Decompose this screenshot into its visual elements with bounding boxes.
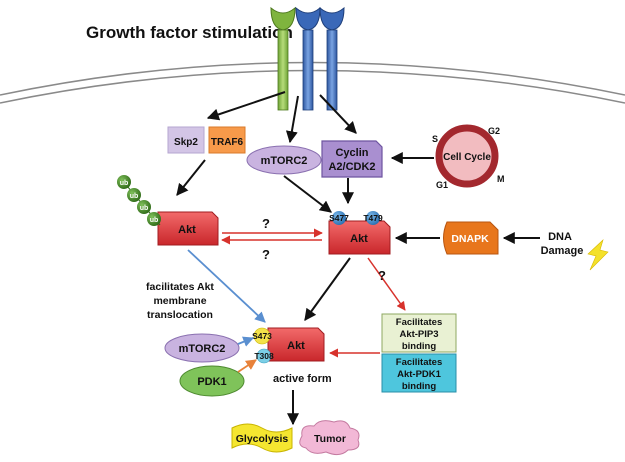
lightning-bolt-icon: [587, 239, 609, 271]
phospho-t479: T479: [363, 211, 383, 225]
ubiquitin-chain: ub ub ub ub: [117, 175, 161, 226]
arrow-mtorc2-akt: [283, 175, 332, 213]
mtorc2-bottom-node: mTORC2: [164, 333, 240, 363]
question-mark-bottom: ?: [262, 247, 270, 262]
tumor-node: Tumor: [299, 420, 360, 456]
arrow-receptor-cyclin: [319, 94, 357, 134]
s473-label: S473: [252, 331, 272, 341]
akt-active-label: Akt: [287, 340, 305, 352]
pdk1box-label-line2: Akt-PDK1: [397, 369, 442, 380]
dna-damage-label-line1: DNA: [548, 231, 572, 243]
translocation-label-line3: translocation: [147, 309, 213, 321]
svg-text:ub: ub: [120, 180, 129, 187]
mtorc2-top-node: mTORC2: [246, 145, 322, 175]
pip3-binding-box: Facilitates Akt-PIP3 binding: [381, 313, 457, 353]
mtorc2-top-label: mTORC2: [261, 155, 308, 167]
arrow-akt-facilitates: [367, 257, 406, 311]
arrow-mtorc2-s473: [237, 336, 255, 347]
pip3-label-line1: Facilitates: [396, 317, 442, 328]
dnapk-node: DNAPK: [443, 221, 499, 255]
red-double-arrow: [221, 228, 323, 245]
diagram-title: Growth factor stimulation: [86, 23, 293, 42]
arrow-skp2-akt: [176, 159, 206, 196]
pdk1box-label-line1: Facilitates: [396, 357, 442, 368]
translocation-label-line1: facilitates Akt: [146, 281, 214, 293]
phospho-s477: S477: [329, 211, 349, 225]
traf6-label: TRAF6: [211, 137, 244, 148]
ub-bead-2: ub: [127, 188, 141, 202]
question-mark-right: ?: [378, 268, 386, 283]
ub-bead-3: ub: [137, 200, 151, 214]
svg-text:ub: ub: [150, 217, 159, 224]
pip3-label-line3: binding: [402, 341, 436, 352]
active-form-label: active form: [273, 373, 332, 385]
svg-text:ub: ub: [140, 205, 149, 212]
glycolysis-label: Glycolysis: [236, 433, 289, 445]
akt-ubiquitinated-node: Akt: [157, 211, 219, 246]
akt-central-label: Akt: [350, 233, 368, 245]
pip3-label-line2: Akt-PIP3: [399, 329, 438, 340]
cyclin-cdk2-node: Cyclin A2/CDK2: [321, 140, 383, 178]
pdk1-node: PDK1: [179, 365, 245, 397]
t479-label: T479: [363, 213, 383, 223]
receptor-blue-1: [295, 6, 321, 111]
pdk1-binding-box: Facilitates Akt-PDK1 binding: [381, 353, 457, 393]
glycolysis-node: Glycolysis: [231, 423, 293, 453]
skp2-label: Skp2: [174, 137, 198, 148]
s477-label: S477: [329, 213, 349, 223]
receptor-blue-2: [319, 6, 345, 111]
akt-left-label: Akt: [178, 224, 196, 236]
dna-damage-label-line2: Damage: [541, 245, 584, 257]
pdk1box-label-line3: binding: [402, 381, 436, 392]
skp2-box: Skp2: [167, 126, 205, 154]
translocation-label-line2: membrane: [153, 295, 206, 307]
cyclin-label-line2: A2/CDK2: [328, 161, 375, 173]
phase-g2-label: G2: [488, 126, 500, 136]
tumor-label: Tumor: [314, 433, 346, 445]
receptor-green: [270, 6, 296, 111]
akt-central-node: Akt: [328, 220, 391, 255]
phospho-t308: T308: [254, 348, 274, 364]
phase-g1-label: G1: [436, 180, 448, 190]
phase-m-label: M: [497, 174, 505, 184]
ub-bead-4: ub: [147, 212, 161, 226]
t308-label: T308: [254, 351, 274, 361]
mtorc2-bottom-label: mTORC2: [179, 343, 226, 355]
akt-active-node: Akt: [267, 327, 325, 362]
question-mark-top: ?: [262, 216, 270, 231]
traf6-box: TRAF6: [208, 126, 246, 154]
arrow-pdk1-t308: [237, 359, 257, 373]
dnapk-label: DNAPK: [451, 233, 489, 245]
pdk1-label: PDK1: [197, 376, 226, 388]
arrow-translocation: [187, 249, 266, 323]
arrow-akt-active: [304, 257, 351, 321]
arrow-receptor-mtorc2: [285, 95, 299, 144]
cyclin-label-line1: Cyclin: [335, 147, 368, 159]
cell-cycle-label: Cell Cycle: [443, 152, 491, 163]
phospho-s473: S473: [252, 327, 272, 345]
arrow-receptor-skp2: [206, 91, 286, 121]
svg-text:ub: ub: [130, 193, 139, 200]
phase-s-label: S: [432, 134, 438, 144]
ub-bead-1: ub: [117, 175, 131, 189]
cell-cycle-node: Cell Cycle S G2 G1 M: [432, 124, 505, 190]
